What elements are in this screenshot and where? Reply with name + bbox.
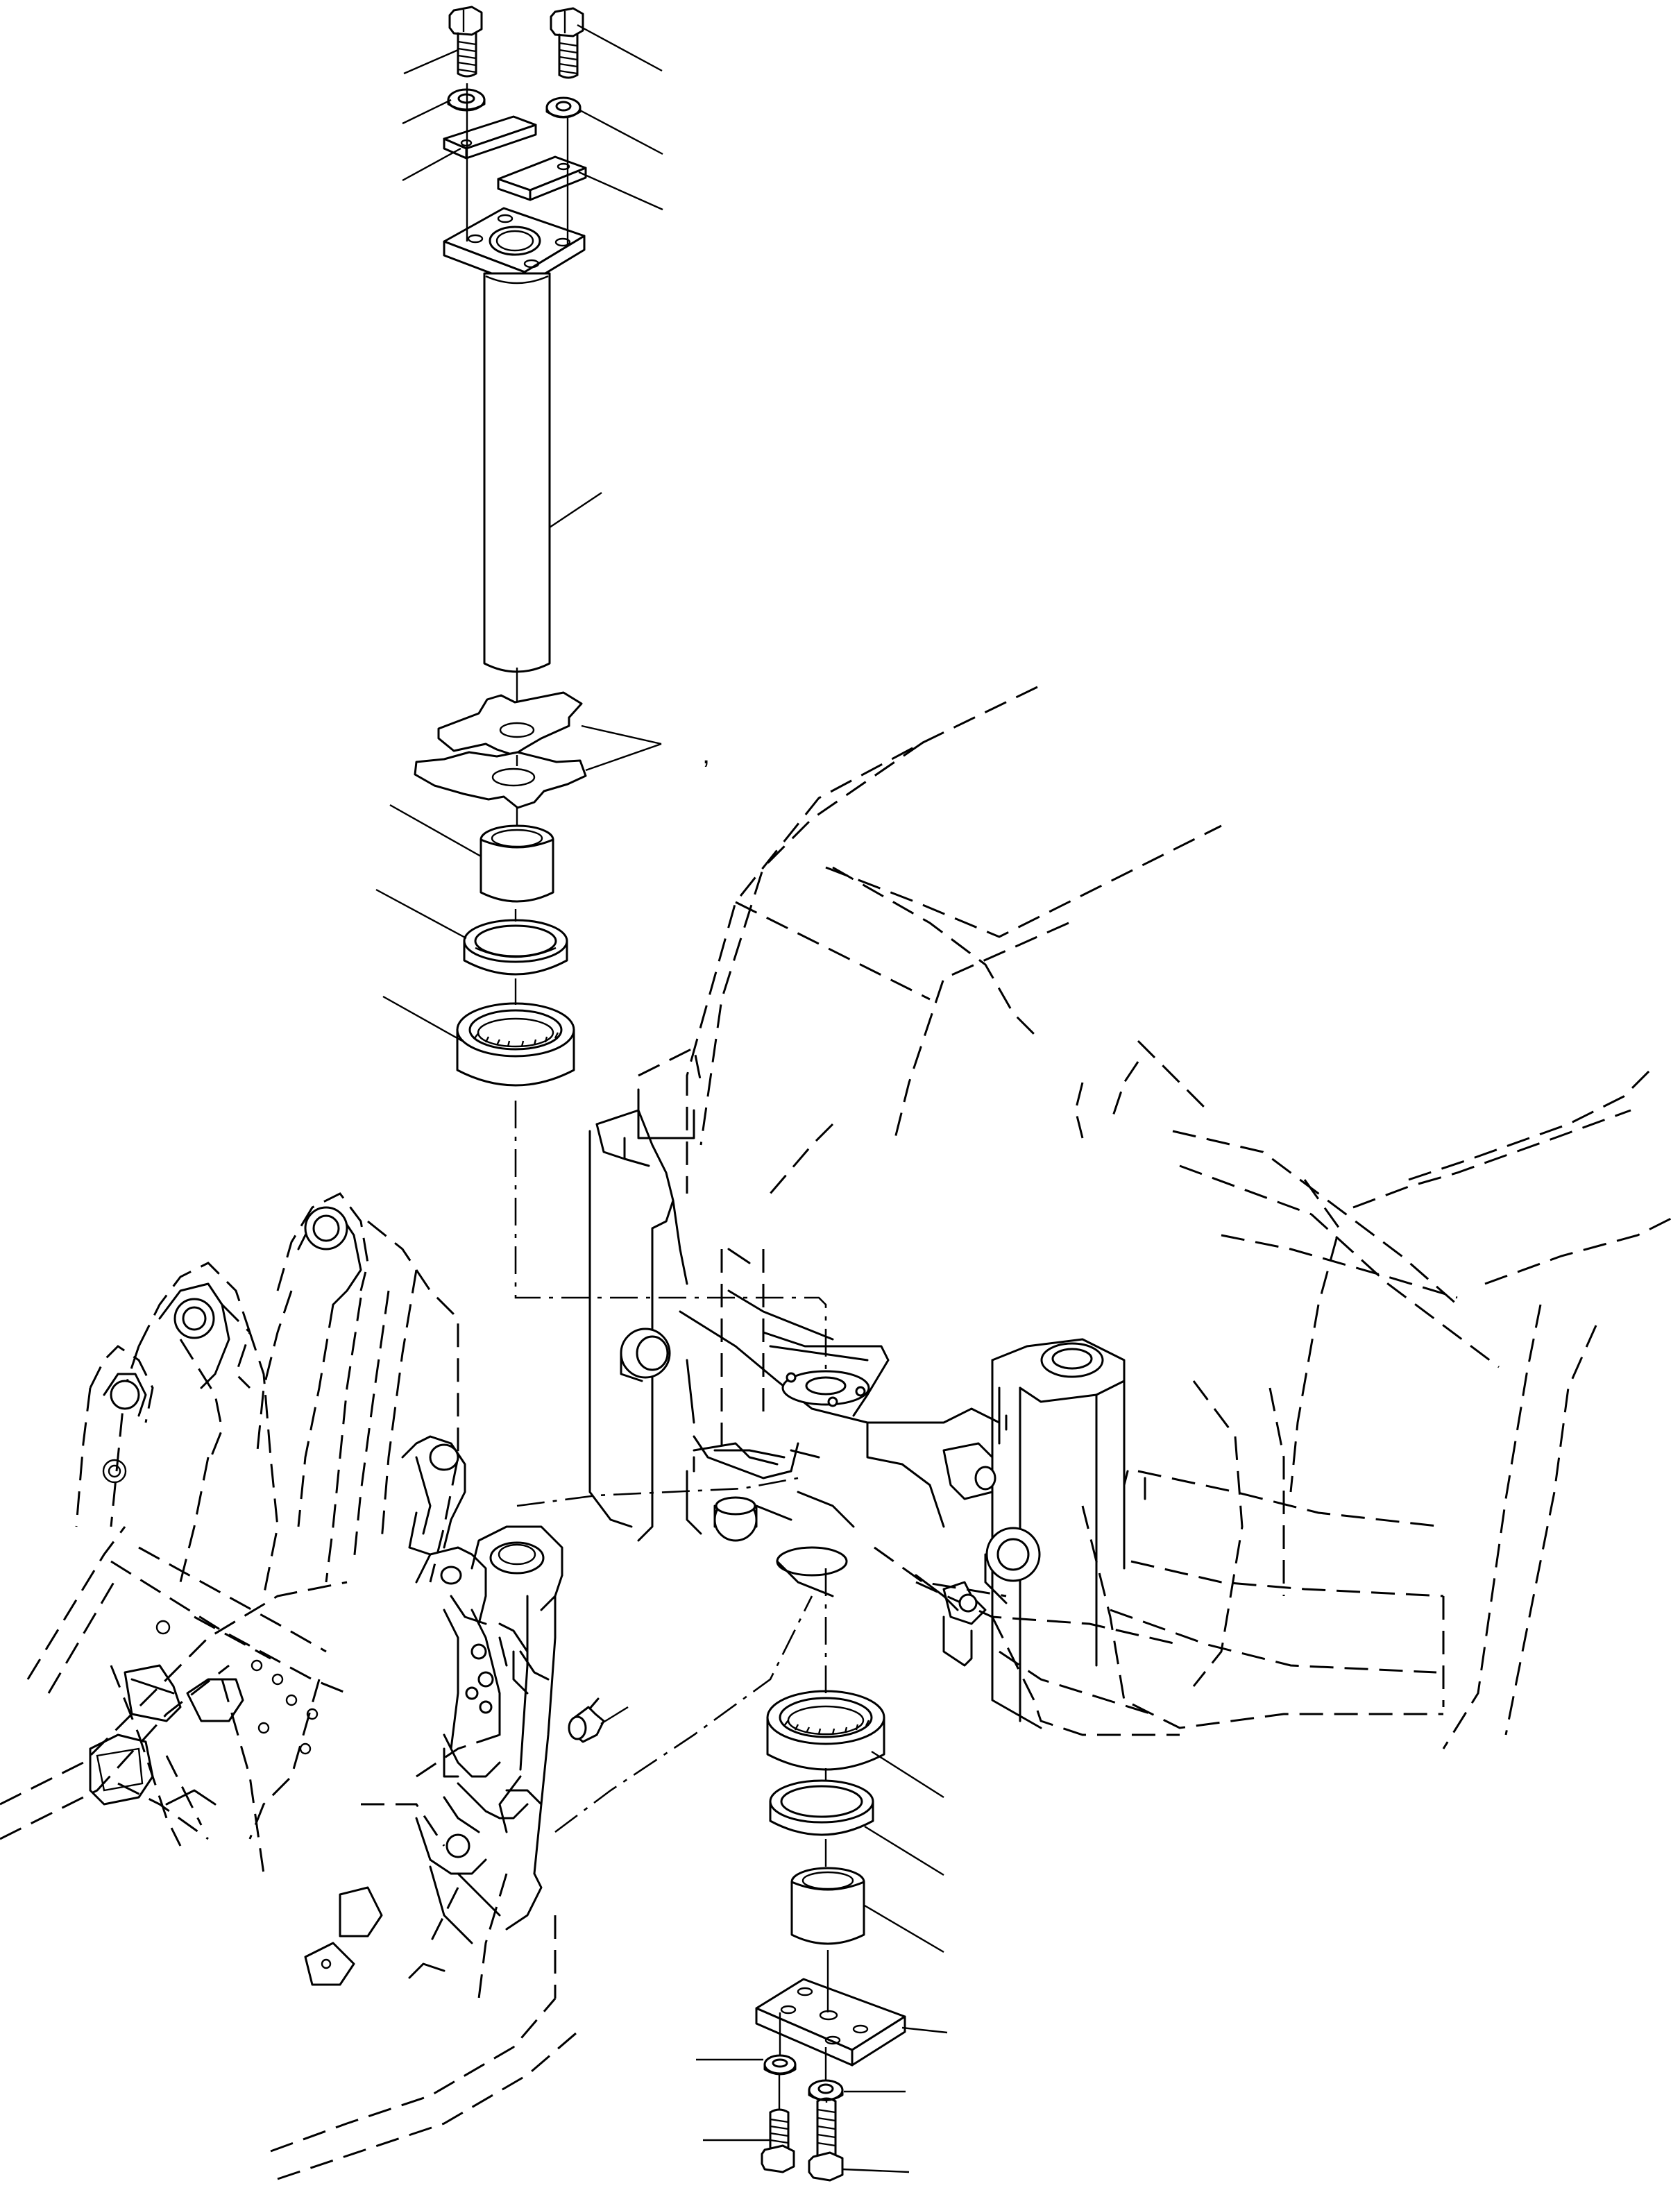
front-frame-hinge-lug <box>401 1435 529 1944</box>
king-pin <box>483 272 551 673</box>
assembly-center-lines <box>466 83 829 2110</box>
upper-lock-plate-right <box>497 155 587 201</box>
lower-flange-plate <box>755 1978 906 2067</box>
rear-frame-right-post <box>942 1338 1146 1729</box>
upper-bushing <box>480 824 554 903</box>
front-frame-cutouts <box>89 1620 446 1986</box>
rear-frame-outline <box>686 686 1680 1749</box>
front-frame-pivot-tube <box>450 1525 563 1931</box>
upper-shim-top <box>437 691 583 756</box>
upper-bolt-right <box>550 7 584 79</box>
lower-bolt-right <box>808 2097 844 2182</box>
lower-washer-right <box>808 2079 844 2101</box>
upper-bolt-left <box>448 6 483 78</box>
upper-shim-bottom <box>414 751 587 809</box>
upper-washer-right <box>545 96 582 119</box>
lower-seal-ring <box>769 1779 874 1836</box>
lower-bolt-left <box>761 2108 795 2173</box>
rear-frame-pivot-plate <box>679 1289 1001 1611</box>
upper-seal-ring <box>463 919 568 976</box>
grease-fitting <box>568 1697 605 1743</box>
rear-frame-side-plate <box>588 1046 751 1542</box>
front-frame-outline <box>0 1526 577 2180</box>
front-frame-hinge-plates <box>75 1192 459 1597</box>
leader-lines <box>375 24 948 2173</box>
lower-bushing <box>790 1867 865 1945</box>
callout-mark: , <box>702 739 710 770</box>
lower-tapered-roller-bearing <box>766 1690 885 1771</box>
upper-tapered-roller-bearing <box>456 1002 575 1087</box>
upper-lock-plate-left <box>443 115 537 160</box>
rear-frame-left-boss <box>620 1328 820 1542</box>
lower-washer-left <box>763 2054 797 2076</box>
